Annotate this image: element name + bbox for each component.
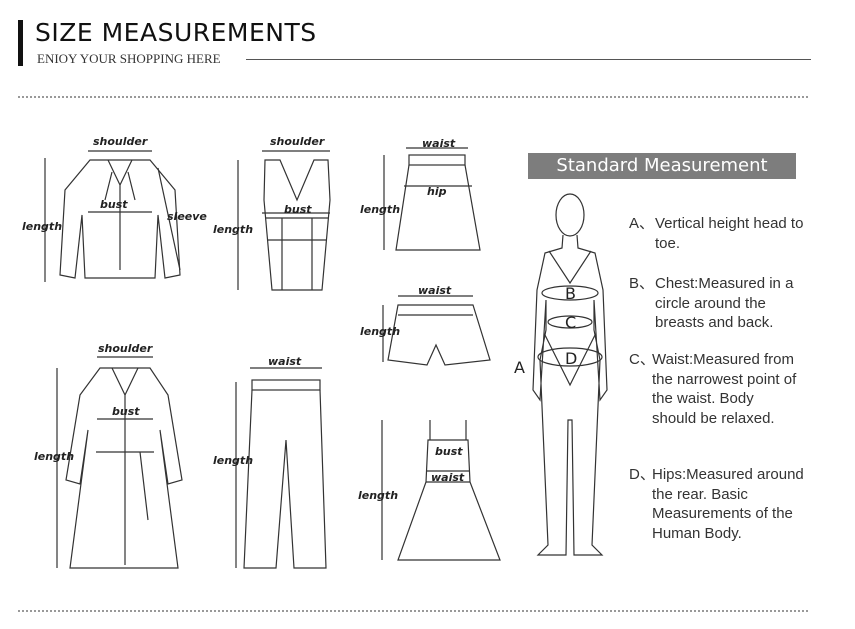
item-key: C、	[629, 351, 655, 368]
page-subtitle: ENIOY YOUR SHOPPING HERE	[37, 51, 221, 66]
page-title: SIZE MEASUREMENTS	[35, 18, 317, 47]
shorts-drawing	[382, 295, 491, 366]
pants-length-label: length	[213, 454, 253, 467]
tank-shoulder-label: shoulder	[270, 135, 325, 148]
item-text: Waist:Measured from the narrowest point …	[652, 351, 797, 427]
dress-drawing	[381, 420, 501, 561]
dress-bust-label: bust	[435, 445, 463, 458]
item-key: D、	[629, 466, 655, 483]
tank-bust-label: bust	[284, 203, 312, 216]
standard-measurement-heading: Standard Measurement	[528, 153, 796, 179]
pants-waist-label: waist	[268, 355, 302, 368]
figure-label-a: A	[514, 358, 525, 377]
item-text: Chest:Measured in a circle around the br…	[655, 275, 794, 331]
shorts-waist-label: waist	[418, 284, 452, 297]
figure-label-d: D	[565, 349, 577, 368]
human-body-figure	[532, 193, 608, 556]
coat-drawing	[56, 356, 183, 569]
measurement-item-c: C、 Waist:Measured from the narrowest poi…	[629, 350, 799, 428]
measurement-item-b: B、 Chest:Measured in a circle around the…	[629, 274, 819, 333]
shorts-length-label: length	[360, 325, 400, 338]
pants-drawing	[235, 367, 327, 569]
subtitle-rule	[246, 59, 811, 60]
shirt-drawing	[44, 150, 181, 282]
coat-shoulder-label: shoulder	[98, 342, 153, 355]
item-key: B、	[629, 275, 655, 292]
shirt-shoulder-label: shoulder	[93, 135, 148, 148]
shirt-bust-label: bust	[100, 198, 128, 211]
dotted-divider-top	[18, 96, 808, 98]
item-text: Hips:Measured around the rear. Basic Mea…	[652, 466, 804, 542]
item-key: A、	[629, 215, 655, 232]
shirt-sleeve-label: sleeve	[167, 210, 207, 223]
coat-length-label: length	[34, 450, 74, 463]
skirt-drawing	[383, 147, 481, 251]
item-text: Vertical height head to toe.	[655, 215, 804, 252]
figure-label-b: B	[565, 284, 576, 303]
measurement-item-d: D、 Hips:Measured around the rear. Basic …	[629, 465, 819, 543]
coat-bust-label: bust	[112, 405, 140, 418]
figure-label-c: C	[565, 313, 576, 332]
skirt-hip-label: hip	[427, 185, 447, 198]
dress-waist-label: waist	[431, 471, 465, 484]
skirt-waist-label: waist	[422, 137, 456, 150]
skirt-length-label: length	[360, 203, 400, 216]
title-accent-bar	[18, 20, 23, 66]
measurement-item-a: A、 Vertical height head to toe.	[629, 214, 819, 253]
tank-drawing	[237, 150, 331, 291]
shirt-length-label: length	[22, 220, 62, 233]
dotted-divider-bottom	[18, 610, 808, 612]
dress-length-label: length	[358, 489, 398, 502]
tank-length-label: length	[213, 223, 253, 236]
